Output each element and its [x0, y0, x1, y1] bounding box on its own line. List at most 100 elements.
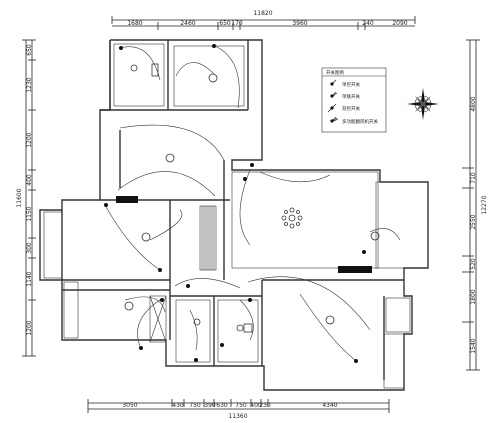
wiring-path: [175, 62, 215, 77]
right-dimension-1: 4800: [470, 96, 477, 111]
left-dimension-2: 1230: [26, 77, 33, 92]
legend-item-label: 多功能翻风机开关: [342, 118, 378, 125]
top-dimension-line: [111, 16, 416, 30]
bottom-dimension-8: 230: [259, 402, 271, 409]
bottom-dimension-3: 750: [189, 402, 201, 409]
top-dimension-1: 1680: [127, 20, 142, 27]
room-outline: [113, 43, 165, 107]
switch-icon: [362, 250, 366, 254]
wardrobe-outline: [149, 295, 167, 343]
chandelier-icon: [281, 207, 303, 229]
switch-icon: [194, 358, 198, 362]
top-dimension-6: 240: [362, 20, 374, 27]
wiring-path: [137, 299, 161, 347]
wiring-path: [104, 204, 161, 271]
top-dimension-4: 170: [231, 20, 243, 27]
ceiling-lamp-icon: [124, 301, 134, 311]
right-total-dimension: 12270: [481, 195, 488, 214]
switch-icon: [119, 46, 123, 50]
ceiling-lamp-icon: [193, 318, 201, 326]
wiring-path: [247, 276, 371, 331]
bathroom-outline: [175, 299, 211, 363]
right-dimension-line: [462, 39, 480, 371]
legend-item: 双控开关: [327, 103, 360, 113]
window: [43, 211, 63, 279]
left-dimension-4: 400: [26, 174, 33, 186]
wiring-path: [239, 169, 251, 246]
solid-wall-block: [116, 196, 138, 203]
bottom-dimension-5: 630: [216, 402, 228, 409]
legend-title: 开关图例: [326, 69, 344, 76]
switch-icon: [248, 298, 252, 302]
left-dimension-8: 1200: [26, 320, 33, 335]
switch-icon: [243, 177, 247, 181]
legend-item-label: 单联开关: [342, 93, 360, 100]
left-dimension-1: 650: [26, 44, 33, 56]
window: [383, 333, 405, 389]
lamp-symbols: [124, 63, 380, 333]
windows: [43, 211, 411, 389]
switch-icon: [220, 343, 224, 347]
bottom-dimension-6: 750: [235, 402, 247, 409]
wiring-path: [117, 171, 216, 197]
ceiling-lamp-icon: [370, 231, 380, 241]
ceiling-lamp-icon: [325, 315, 335, 325]
bottom-dimension-2: 430: [172, 402, 184, 409]
switch-icon: [354, 359, 358, 363]
switch-icon: [160, 298, 164, 302]
room-outline: [173, 45, 245, 107]
wiring-path: [119, 124, 225, 161]
bottom-dimension-line: [87, 399, 390, 413]
bottom-dimension-4: 390: [204, 402, 216, 409]
switch-legend: 开关图例 单控开关 单联开关 双控开关 多功能翻风机开关: [321, 67, 387, 133]
legend-item-label: 双控开关: [342, 105, 360, 112]
bottom-dimension-7: 400: [250, 402, 262, 409]
ceiling-lamp-icon: [208, 73, 218, 83]
right-dimension-5: 1800: [470, 289, 477, 304]
wiring-path: [214, 45, 240, 109]
legend-item: 单控开关: [330, 79, 360, 88]
bottom-dimension-1: 3050: [122, 402, 137, 409]
switch-icon: [158, 268, 162, 272]
switch-icon: [186, 284, 190, 288]
switch-icon: [250, 163, 254, 167]
ceiling-lamp-icon: [130, 64, 138, 72]
switch-markers: [104, 44, 366, 363]
living-ceiling-outline: [231, 171, 379, 269]
bottom-dimension-9: 4340: [322, 402, 337, 409]
right-dimension-4: 520: [470, 258, 477, 270]
switch-icon: [212, 44, 216, 48]
ceiling-lamp-icon: [141, 232, 151, 242]
exterior-wall: [39, 39, 429, 391]
exhaust-fan-icon: [243, 323, 253, 333]
legend-item-label: 单控开关: [342, 81, 360, 88]
left-dimension-7: 1140: [26, 271, 33, 286]
legend-item: 多功能翻风机开关: [330, 116, 378, 125]
window: [385, 297, 411, 333]
exhaust-fan-icon: [151, 63, 159, 77]
left-dimension-6: 300: [26, 242, 33, 254]
bathroom-outline: [217, 299, 259, 363]
compass-rose-icon: [407, 88, 439, 120]
top-dimension-7: 2090: [392, 20, 407, 27]
left-dimension-5: 1150: [26, 206, 33, 221]
right-dimension-2: 710: [470, 172, 477, 184]
wiring-path: [174, 278, 241, 289]
wiring-path: [124, 296, 166, 313]
dimension-labels: 11820 1680 2460 650 170 3960 240 2090 11…: [16, 10, 488, 420]
top-dimension-5: 3960: [292, 20, 307, 27]
wiring-path: [259, 171, 331, 183]
wiring-path: [239, 299, 254, 341]
switch-icon: [139, 346, 143, 350]
left-dimension-line: [22, 39, 36, 357]
wardrobe-hatch: [149, 295, 167, 343]
solid-wall-blocks: [116, 196, 372, 273]
left-total-dimension: 11600: [16, 188, 23, 207]
solid-wall-block: [338, 266, 372, 273]
top-total-dimension: 11820: [253, 10, 272, 17]
ceiling-lamp-icon: [236, 324, 244, 332]
stair-cabinet: [149, 205, 217, 343]
wiring-path: [369, 228, 401, 241]
ceiling-lamp-icon: [165, 153, 175, 163]
right-dimension-3: 2550: [470, 214, 477, 229]
